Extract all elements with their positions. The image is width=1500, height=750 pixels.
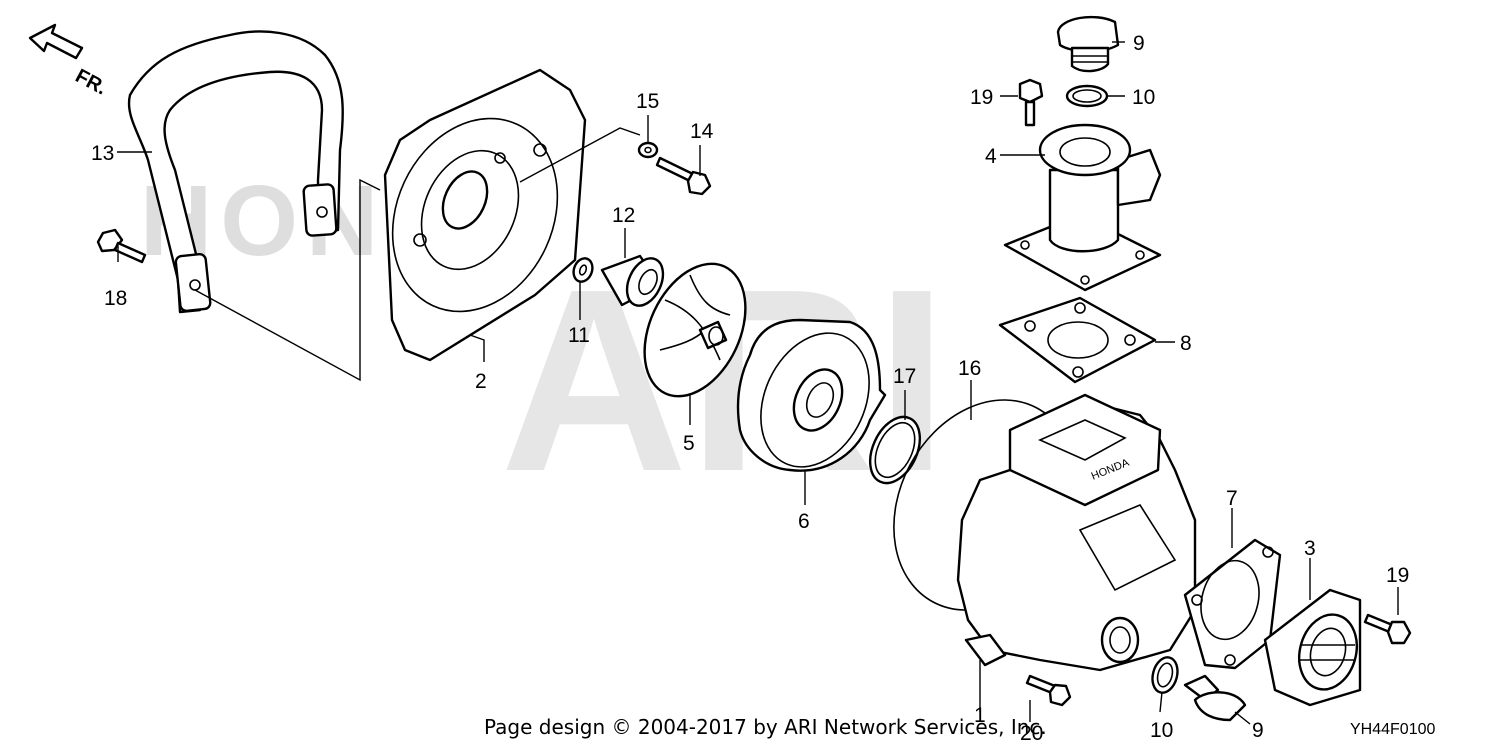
part-2-pump-cover <box>383 68 587 362</box>
callout-14: 14 <box>690 120 714 143</box>
callout-2: 2 <box>475 370 487 393</box>
part-19-bolt-top <box>1018 78 1044 127</box>
part-9-plug-top <box>1056 15 1120 73</box>
callout-18: 18 <box>104 287 127 310</box>
callout-8: 8 <box>1180 332 1192 355</box>
callout-9-bottom: 9 <box>1252 719 1264 742</box>
callout-19-right: 19 <box>1386 564 1409 587</box>
part-12-mechanical-seal <box>600 254 665 307</box>
part-5-impeller <box>643 262 747 398</box>
part-4-discharge-elbow <box>1003 123 1162 292</box>
arrow-icon <box>28 23 84 60</box>
callout-1: 1 <box>974 704 986 727</box>
callout-17: 17 <box>893 365 916 388</box>
part-8-gasket <box>998 296 1157 384</box>
part-1-pump-casing: HONDA <box>956 393 1197 672</box>
callout-4: 4 <box>985 145 997 168</box>
part-3-suction-flange <box>1263 588 1362 707</box>
part-15-washer <box>637 141 659 159</box>
callout-16: 16 <box>958 357 981 380</box>
part-20-bolt <box>1025 674 1072 707</box>
part-10-washer-bottom <box>1151 656 1179 694</box>
copyright-notice: Page design © 2004-2017 by ARI Network S… <box>484 715 1047 739</box>
part-18-bolt <box>96 228 147 264</box>
callout-20: 20 <box>1020 722 1043 745</box>
callout-10-top: 10 <box>1132 86 1155 109</box>
part-11-washer <box>572 257 594 283</box>
part-19-bolt-right <box>1363 613 1412 645</box>
callout-15: 15 <box>636 90 659 113</box>
leader-lines <box>117 41 1399 725</box>
direction-label: FR. <box>72 65 111 100</box>
callout-11: 11 <box>568 324 590 347</box>
callout-5: 5 <box>683 432 695 455</box>
callout-7: 7 <box>1226 487 1238 510</box>
callout-10-bottom: 10 <box>1150 719 1173 742</box>
part-14-bolt <box>655 156 712 196</box>
diagram-code: YH44F0100 <box>1350 721 1435 738</box>
callout-19-top: 19 <box>970 86 993 109</box>
front-direction-arrow: FR. <box>28 23 111 100</box>
part-17-o-ring <box>868 415 922 485</box>
part-6-volute-case <box>736 318 887 472</box>
callout-6: 6 <box>798 510 810 533</box>
part-10-washer-top <box>1065 84 1109 108</box>
callout-12: 12 <box>612 204 635 227</box>
part-9-plug-bottom <box>1183 674 1247 722</box>
callout-9-top: 9 <box>1133 32 1145 55</box>
callout-labels: 13 18 2 15 14 12 11 5 6 17 16 9 10 19 4 … <box>91 32 1409 745</box>
callout-13: 13 <box>91 142 114 165</box>
part-13-frame-handle <box>127 30 344 314</box>
callout-3: 3 <box>1304 537 1316 560</box>
